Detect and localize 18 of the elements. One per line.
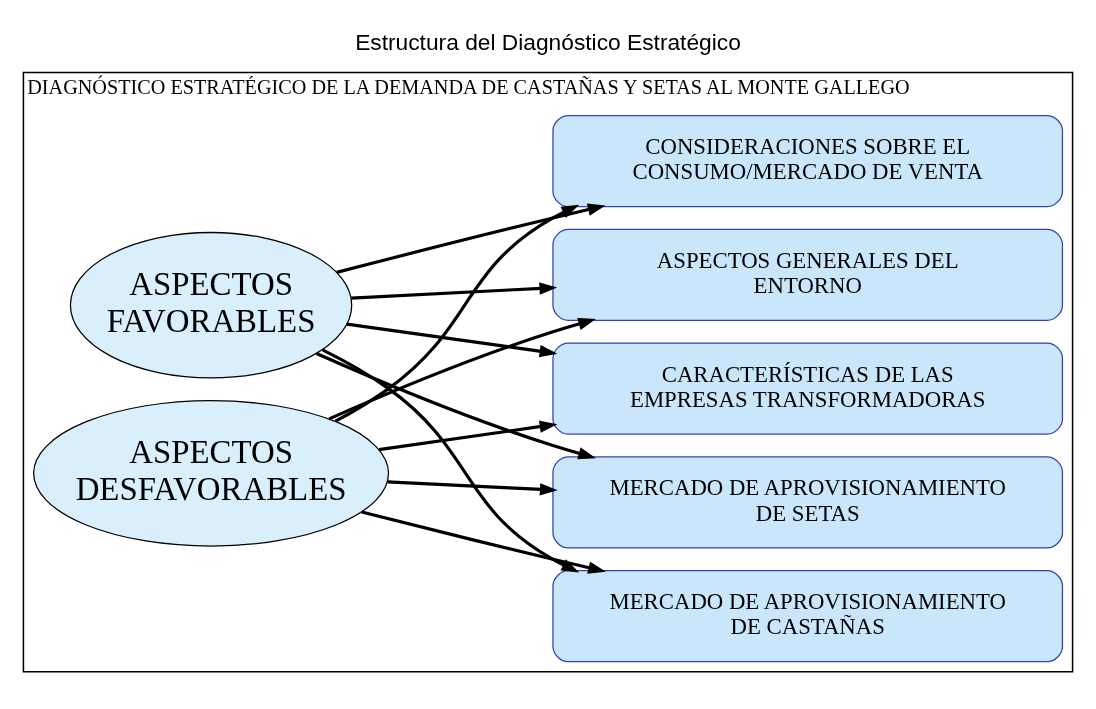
arrow — [336, 203, 606, 274]
arrow — [387, 480, 558, 496]
arrow — [361, 510, 606, 574]
arrow — [315, 352, 596, 460]
node-box: CONSIDERACIONES SOBRE EL CONSUMO/MERCADO DE VENTA — [552, 114, 1064, 208]
node-box: MERCADO DE APROVISIONAMIENTO DE CASTAÑAS — [552, 570, 1064, 663]
arrow — [378, 420, 558, 452]
diagram-title: Estructura del Diagnóstico Estratégico — [355, 29, 741, 56]
arrow — [346, 322, 558, 358]
node-ellipse: ASPECTOS FAVORABLES — [69, 231, 353, 379]
arrow — [321, 348, 580, 573]
arrow — [328, 317, 596, 421]
arrow — [334, 204, 580, 423]
arrow — [351, 282, 558, 300]
node-ellipse: ASPECTOS DESFAVORABLES — [33, 400, 390, 547]
node-box: MERCADO DE APROVISIONAMIENTO DE SETAS — [552, 456, 1064, 549]
node-box: CARACTERÍSTICAS DE LAS EMPRESAS TRANSFORMADORAS — [552, 342, 1064, 435]
node-box: ASPECTOS GENERALES DEL ENTORNO — [552, 228, 1064, 321]
